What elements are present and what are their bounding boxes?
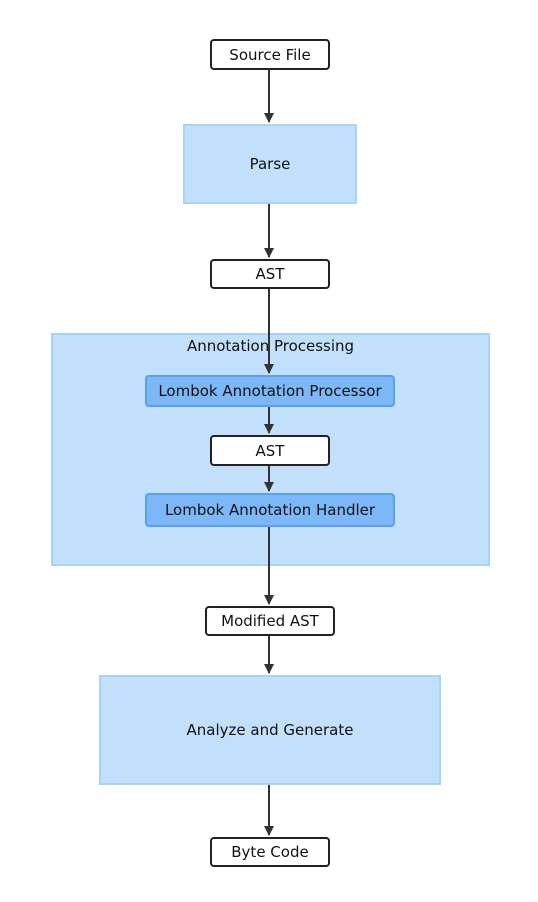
- ast-node-2: AST: [210, 435, 330, 466]
- annotation-processing-label: Annotation Processing: [186, 337, 355, 355]
- analyze-generate-label: Analyze and Generate: [186, 721, 354, 739]
- lombok-handler-label: Lombok Annotation Handler: [164, 501, 376, 519]
- modified-ast-label: Modified AST: [221, 612, 319, 630]
- modified-ast-node: Modified AST: [205, 606, 335, 636]
- lombok-processor-label: Lombok Annotation Processor: [158, 382, 382, 400]
- ast-node-1: AST: [210, 259, 330, 289]
- parse-label: Parse: [249, 155, 291, 173]
- source-file-label: Source File: [229, 45, 311, 64]
- ast-label-1: AST: [255, 265, 285, 283]
- lombok-handler-node: Lombok Annotation Handler: [145, 493, 395, 527]
- source-file-node: Source File: [210, 39, 330, 70]
- lombok-processor-node: Lombok Annotation Processor: [145, 375, 395, 407]
- byte-code-node: Byte Code: [210, 837, 330, 867]
- analyze-generate-node: Analyze and Generate: [99, 675, 441, 785]
- ast-label-2: AST: [255, 441, 285, 460]
- parse-node: Parse: [183, 124, 357, 204]
- byte-code-label: Byte Code: [231, 843, 309, 861]
